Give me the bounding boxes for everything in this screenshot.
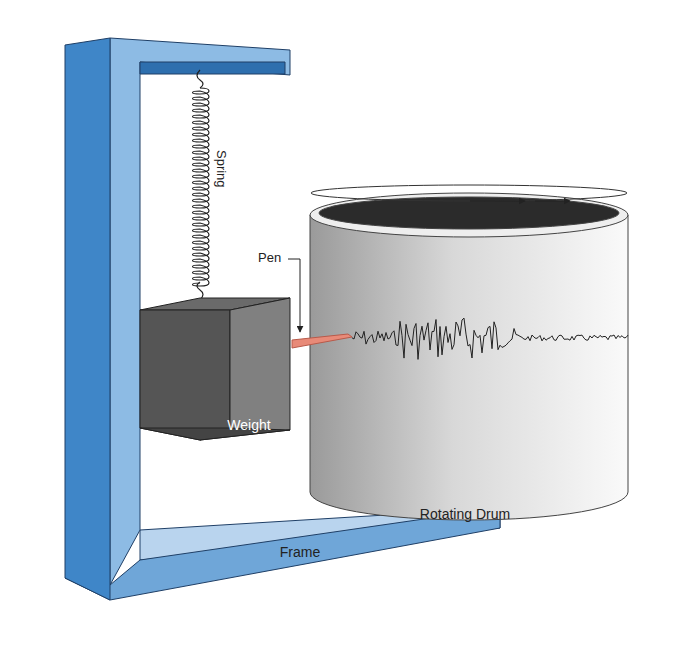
part-name: Frame [280, 545, 320, 560]
weight-box: Weight [205, 395, 293, 433]
part-name: Rotating Drum [420, 507, 510, 522]
spring-label: Spring [214, 148, 228, 190]
frame-label-band: Frame [250, 538, 350, 560]
drum-body: Rotating Drum [390, 496, 540, 522]
drum-illustration [310, 185, 628, 520]
part-name: Weight [227, 418, 270, 433]
spring-illustration [193, 70, 210, 300]
weight-illustration [140, 298, 290, 440]
seismogram-trace [352, 318, 628, 359]
pen-illustration [292, 334, 352, 348]
pen-label: Pen [258, 251, 281, 265]
pen-leader [288, 259, 300, 332]
